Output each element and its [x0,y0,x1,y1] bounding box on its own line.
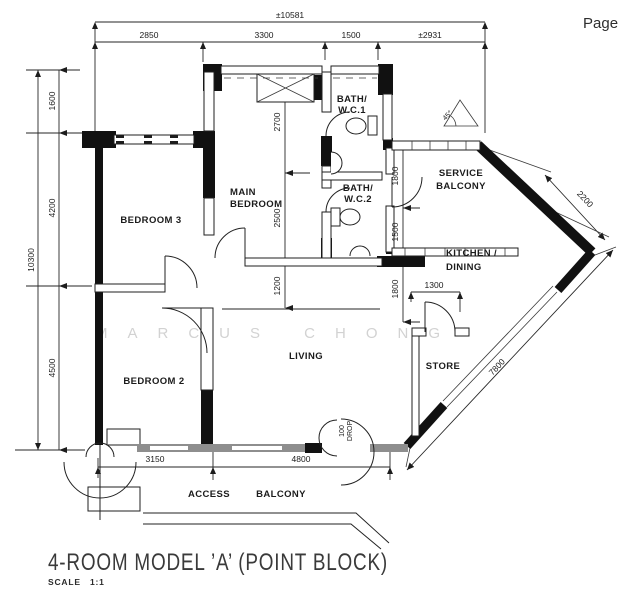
dim-right-1: 1800 [390,166,400,185]
room-label-bath-wc2-line1: BATH/ [343,183,373,194]
window-ticks [116,77,506,256]
dim-top-1: 2850 [140,30,159,40]
drop-annotation-line1: 100 [339,425,346,437]
dim-overall-width: ±10581 [276,10,305,20]
room-label-kitchen-line2: DINING [446,262,482,273]
room-label-access-balcony-line1: ACCESS [188,489,230,500]
room-label-service-balcony-line2: BALCONY [436,181,486,192]
room-label-bedroom2: BEDROOM 2 [123,376,184,387]
dim-store-width: 1300 [425,280,444,290]
dim-left-3: 4500 [47,358,57,377]
door-swings [63,111,456,520]
drop-annotation-line2: DROP [347,421,354,442]
page-label: Page [583,15,618,32]
dim-top-4: ±2931 [418,30,442,40]
dim-top-2: 3300 [255,30,274,40]
dim-mainbed-3: 1200 [272,276,282,295]
room-label-bath-wc2-line2: W.C.2 [344,194,372,205]
room-label-bath-wc1-line1: BATH/ [337,94,367,105]
scale-label: SCALE [48,577,81,587]
room-label-bath-wc1-line2: W.C.1 [338,105,366,116]
dim-mainbed-2: 2500 [272,208,282,227]
bathroom-fixtures [330,115,378,257]
room-label-store: STORE [426,361,461,372]
dim-overall-height: 10300 [26,248,36,272]
dim-bottom-2: 4800 [292,454,311,464]
room-label-kitchen-line1: KITCHEN / [446,248,497,259]
room-label-bedroom3: BEDROOM 3 [120,215,181,226]
scale-value: 1:1 [90,577,105,587]
dim-service-balcony-diagonal: 2200 [575,189,595,210]
walls-bottom-gray [137,444,408,452]
watermark-text: MARCUS CHONG [95,325,460,342]
dim-mainbed-1: 2700 [272,112,282,131]
dimension-lines [15,21,617,480]
room-label-living: LIVING [289,351,323,362]
walls-diagonal [403,141,596,450]
dim-left-1: 1600 [47,91,57,110]
angle-annotation: 45° [441,109,454,122]
room-label-access-balcony-line2: BALCONY [256,489,306,500]
dim-right-2: 1500 [390,222,400,241]
dim-left-2: 4200 [47,198,57,217]
dim-right-3: 1800 [390,279,400,298]
room-label-main-bedroom-line1: MAIN [230,187,256,198]
dim-top-3: 1500 [342,30,361,40]
room-label-service-balcony-line1: SERVICE [439,168,483,179]
dim-bottom-1: 3150 [146,454,165,464]
drawing-title: 4-ROOM MODEL ’A’ (POINT BLOCK) [48,549,388,576]
access-balcony-walkway [143,512,390,550]
walls-hollow [87,65,519,512]
room-label-main-bedroom-line2: BEDROOM [230,199,282,210]
